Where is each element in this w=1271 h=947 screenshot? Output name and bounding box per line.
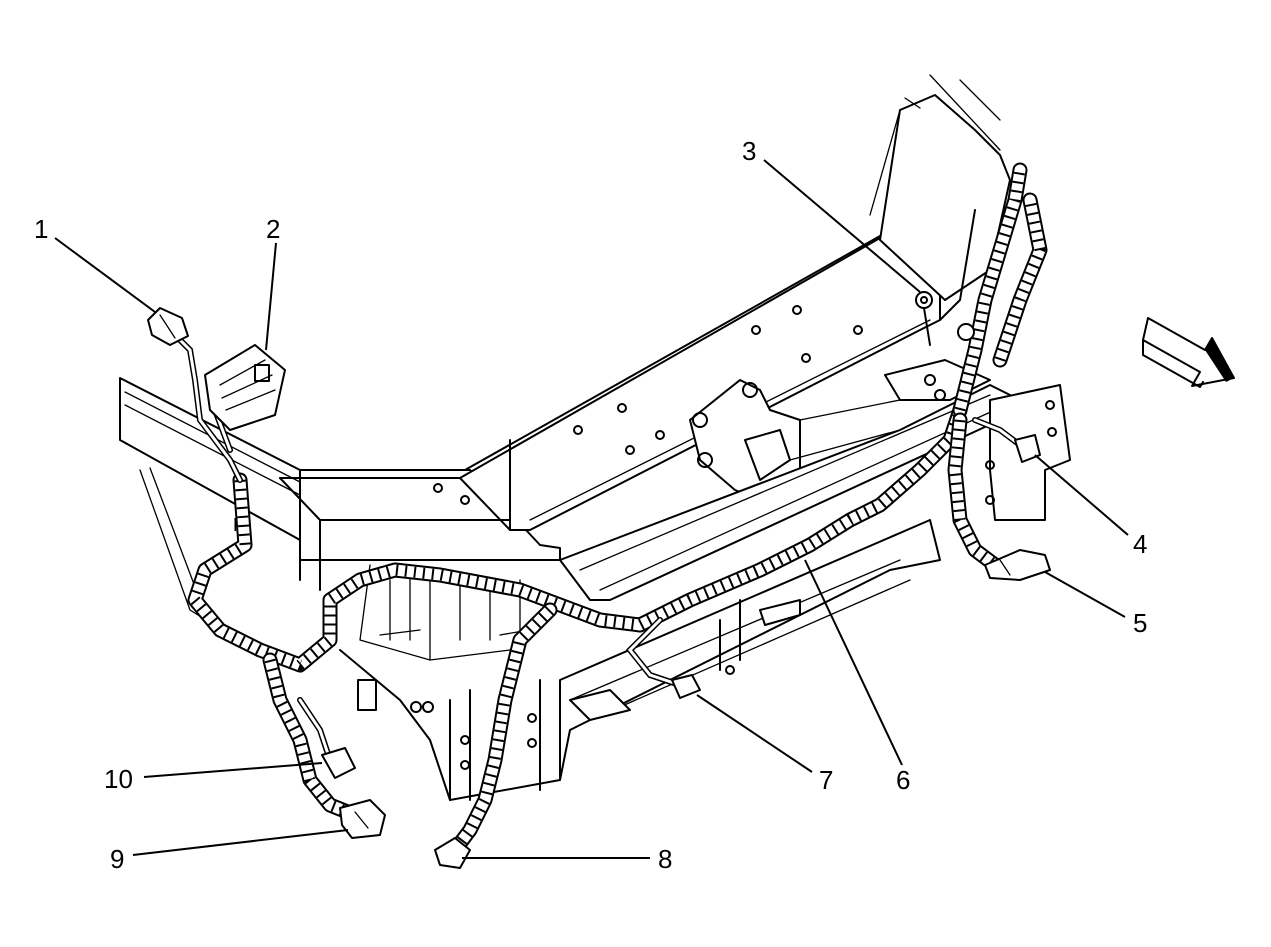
connector-2 xyxy=(204,344,286,431)
callout-10: 10 xyxy=(104,764,133,794)
connector-7 xyxy=(671,674,701,699)
callout-7: 7 xyxy=(819,765,833,795)
connector-4 xyxy=(1014,434,1041,463)
hood-latch-assembly xyxy=(689,379,901,501)
connector-9 xyxy=(339,799,386,839)
callout-9: 9 xyxy=(110,844,124,874)
forward-arrow-icon xyxy=(1142,317,1235,388)
connector-5 xyxy=(984,549,1051,581)
connector-1 xyxy=(147,307,189,346)
callout-labels: 1 2 3 4 5 6 7 8 9 10 xyxy=(34,136,1147,874)
connector-10 xyxy=(321,747,356,779)
callout-2: 2 xyxy=(266,214,280,244)
right-body-panel xyxy=(869,74,1011,321)
callout-6: 6 xyxy=(896,765,910,795)
callout-3: 3 xyxy=(742,136,756,166)
callout-1: 1 xyxy=(34,214,48,244)
connector-3-ground-eyelet xyxy=(915,291,975,346)
main-wiring-harness xyxy=(167,162,1048,858)
callout-5: 5 xyxy=(1133,608,1147,638)
callout-4: 4 xyxy=(1133,529,1147,559)
leader-lines xyxy=(54,159,1129,859)
callout-8: 8 xyxy=(658,844,672,874)
